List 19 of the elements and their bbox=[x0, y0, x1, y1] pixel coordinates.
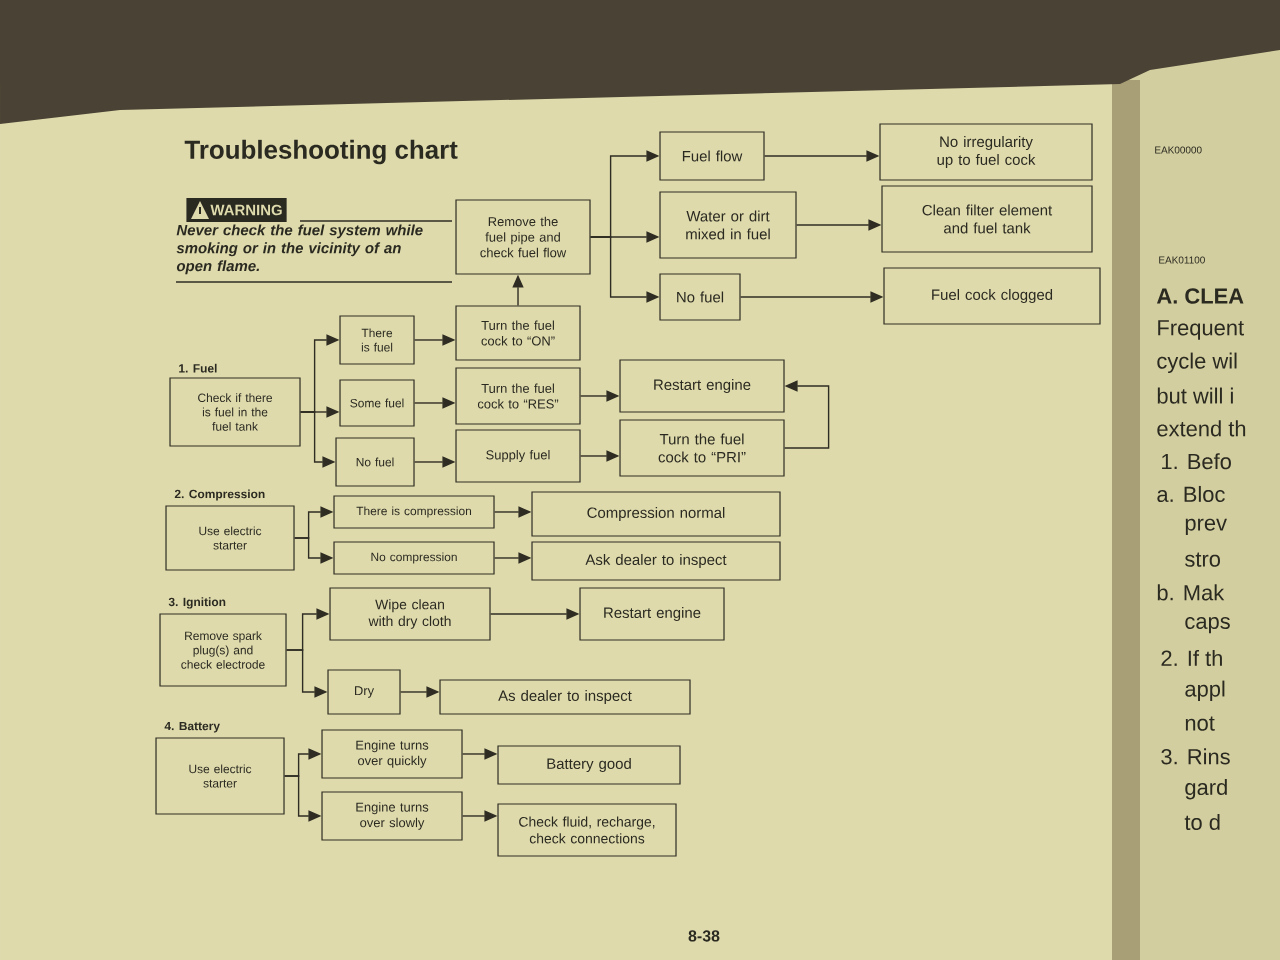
body-text: extend th bbox=[1157, 420, 1246, 437]
body-text: 2. If th bbox=[1161, 649, 1222, 666]
body-text: prev bbox=[1185, 518, 1227, 535]
arrow bbox=[783, 380, 830, 449]
body-text: not bbox=[1185, 716, 1215, 731]
body-text: cycle wil bbox=[1157, 352, 1237, 373]
section-heading: A. CLEA bbox=[1156, 288, 1244, 304]
body-text: stro bbox=[1185, 552, 1220, 567]
body-text: caps bbox=[1185, 617, 1230, 634]
body-text: b. Mak bbox=[1157, 584, 1225, 601]
body-text: to d bbox=[1184, 813, 1220, 831]
body-text: gard bbox=[1185, 779, 1227, 800]
body-text: but will i bbox=[1157, 387, 1233, 404]
body-text: Frequent bbox=[1158, 320, 1244, 340]
body-text: 1. Befo bbox=[1162, 453, 1231, 470]
body-text: appl bbox=[1185, 680, 1225, 701]
title: Troubleshooting chart bbox=[184, 139, 458, 165]
body-text: a. Bloc bbox=[1157, 485, 1225, 503]
body-text: 3. Rins bbox=[1161, 748, 1230, 765]
